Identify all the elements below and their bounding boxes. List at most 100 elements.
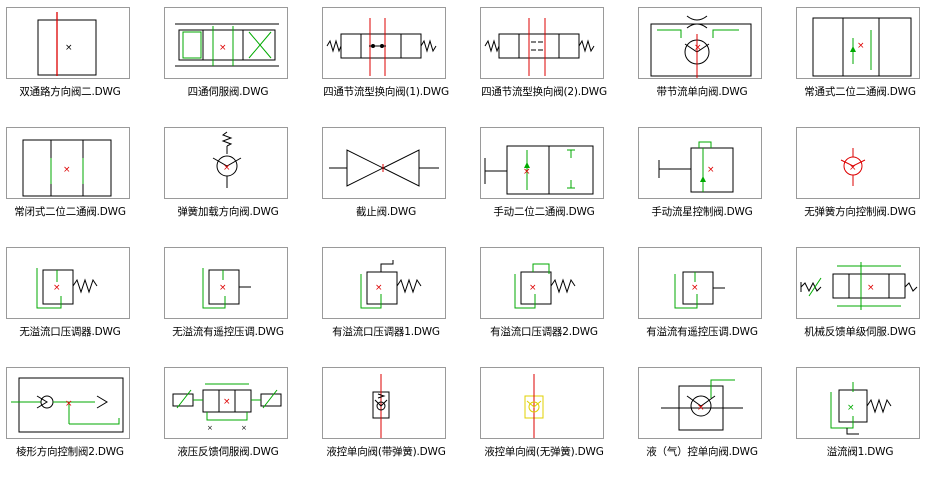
spring-loaded-directional-valve-icon: × <box>212 131 242 188</box>
thumbnail[interactable]: × <box>796 247 920 319</box>
thumbnail[interactable]: × <box>796 127 920 199</box>
thumbnail[interactable]: × <box>164 7 288 79</box>
file-item[interactable]: 四通节流型换向阀(1).DWG <box>316 0 474 120</box>
remote-pressure-regulator-no-relief-icon: × <box>202 268 251 309</box>
four-way-servo-valve-icon: × <box>175 23 279 67</box>
file-item[interactable]: × 带节流单向阀.DWG <box>632 0 790 120</box>
thumbnail[interactable]: × <box>796 367 920 439</box>
thumbnail[interactable]: × <box>6 367 130 439</box>
thumbnail[interactable] <box>480 367 604 439</box>
file-label: 常闭式二位二通阀.DWG <box>14 206 126 218</box>
shutoff-valve-icon <box>329 149 439 187</box>
four-way-throttle-reversing-valve-2-icon <box>484 18 595 76</box>
file-label: 手动流星控制阀.DWG <box>651 206 753 218</box>
file-item[interactable]: × 弹簧加载方向阀.DWG <box>158 120 316 240</box>
file-item[interactable]: × 四通伺服阀.DWG <box>158 0 316 120</box>
file-item[interactable]: × 无弹簧方向控制阀.DWG <box>790 120 931 240</box>
file-label: 液压反馈伺服阀.DWG <box>177 446 279 458</box>
svg-text:×: × <box>375 283 383 293</box>
svg-text:×: × <box>707 165 715 175</box>
file-label: 有溢流口压调器1.DWG <box>332 326 440 338</box>
file-item[interactable]: 液控单向阀(带弹簧).DWG <box>316 360 474 480</box>
thumbnail[interactable] <box>480 7 604 79</box>
svg-text:×: × <box>53 283 61 293</box>
file-label: 双通路方向阀二.DWG <box>19 86 121 98</box>
file-label: 有溢流有遥控压调.DWG <box>646 326 758 338</box>
file-item[interactable]: × 手动流星控制阀.DWG <box>632 120 790 240</box>
thumbnail[interactable] <box>322 367 446 439</box>
file-item[interactable]: × 无溢流有遥控压调.DWG <box>158 240 316 360</box>
svg-text:×: × <box>529 283 537 293</box>
file-item[interactable]: × 常通式二位二通阀.DWG <box>790 0 931 120</box>
file-label: 四通节流型换向阀(1).DWG <box>323 86 449 98</box>
file-item[interactable]: × 有溢流口压调器2.DWG <box>474 240 632 360</box>
svg-text:×: × <box>849 163 857 173</box>
svg-text:×: × <box>691 283 699 293</box>
file-label: 截止阀.DWG <box>355 206 417 218</box>
thumbnail[interactable]: × <box>6 7 130 79</box>
file-item[interactable]: × 无溢流口压调器.DWG <box>0 240 158 360</box>
svg-text:×: × <box>697 403 705 413</box>
file-label: 无溢流口压调器.DWG <box>19 326 121 338</box>
svg-text:×: × <box>65 43 73 53</box>
thumbnail[interactable]: × <box>638 127 762 199</box>
thumbnail[interactable]: × <box>322 247 446 319</box>
file-item[interactable]: × 机械反馈单级伺服.DWG <box>790 240 931 360</box>
file-item[interactable]: × 双通路方向阀二.DWG <box>0 0 158 120</box>
manual-flow-control-valve-icon: × <box>658 141 734 193</box>
springless-directional-control-valve-icon: × <box>840 148 866 186</box>
file-item[interactable]: × 手动二位二通阀.DWG <box>474 120 632 240</box>
file-item[interactable]: × 常闭式二位二通阀.DWG <box>0 120 158 240</box>
thumbnail[interactable]: × × × <box>164 367 288 439</box>
thumbnail[interactable]: × <box>6 127 130 199</box>
thumbnail[interactable]: × <box>480 247 604 319</box>
file-label: 无溢流有遥控压调.DWG <box>172 326 284 338</box>
shuttle-directional-control-valve-icon: × <box>11 377 124 433</box>
svg-text:×: × <box>223 163 231 173</box>
manual-2-2-valve-icon: × <box>484 145 594 195</box>
thumbnail[interactable]: × <box>6 247 130 319</box>
pilot-check-valve-spring-icon <box>372 374 390 438</box>
svg-text:×: × <box>219 43 227 53</box>
thumbnail[interactable] <box>322 7 446 79</box>
file-label: 带节流单向阀.DWG <box>656 86 748 98</box>
thumbnail[interactable]: × <box>164 247 288 319</box>
hydraulic-feedback-servo-valve-icon: × × × <box>172 383 282 432</box>
file-item[interactable]: × 溢流阀1.DWG <box>790 360 931 480</box>
thumbnail[interactable]: × <box>164 127 288 199</box>
file-label: 机械反馈单级伺服.DWG <box>804 326 916 338</box>
thumbnail[interactable]: × <box>480 127 604 199</box>
file-item[interactable]: 液控单向阀(无弹簧).DWG <box>474 360 632 480</box>
thumbnail[interactable]: × <box>638 247 762 319</box>
four-way-throttle-reversing-valve-1-icon <box>326 18 437 76</box>
dual-path-directional-valve-icon: × <box>37 12 97 76</box>
thumbnail[interactable] <box>322 127 446 199</box>
svg-text:×: × <box>65 399 73 409</box>
thumbnail[interactable]: × <box>796 7 920 79</box>
check-valve-with-throttle-icon: × <box>650 15 752 78</box>
file-label: 有溢流口压调器2.DWG <box>490 326 598 338</box>
file-item[interactable]: 四通节流型换向阀(2).DWG <box>474 0 632 120</box>
file-label: 棱形方向控制阀2.DWG <box>16 446 124 458</box>
remote-pressure-regulator-relief-icon: × <box>674 271 725 309</box>
svg-text:×: × <box>223 397 231 407</box>
file-label: 弹簧加载方向阀.DWG <box>177 206 279 218</box>
svg-text:×: × <box>847 403 855 413</box>
thumbnail[interactable]: × <box>638 7 762 79</box>
pilot-check-valve-no-spring-icon <box>524 374 544 438</box>
normally-open-2-2-valve-icon: × <box>812 17 912 77</box>
file-item[interactable]: 截止阀.DWG <box>316 120 474 240</box>
thumbnail[interactable]: × <box>638 367 762 439</box>
normally-closed-2-2-valve-icon: × <box>22 139 112 197</box>
file-item[interactable]: × × × 液压反馈伺服阀.DWG <box>158 360 316 480</box>
svg-text:×: × <box>219 283 227 293</box>
file-item[interactable]: × 棱形方向控制阀2.DWG <box>0 360 158 480</box>
svg-text:×: × <box>867 283 875 293</box>
svg-text:×: × <box>857 41 865 51</box>
file-item[interactable]: × 液（气）控单向阀.DWG <box>632 360 790 480</box>
file-item[interactable]: × 有溢流有遥控压调.DWG <box>632 240 790 360</box>
file-item[interactable]: × 有溢流口压调器1.DWG <box>316 240 474 360</box>
mechanical-feedback-servo-icon: × <box>800 262 918 310</box>
svg-text:×: × <box>207 424 213 432</box>
